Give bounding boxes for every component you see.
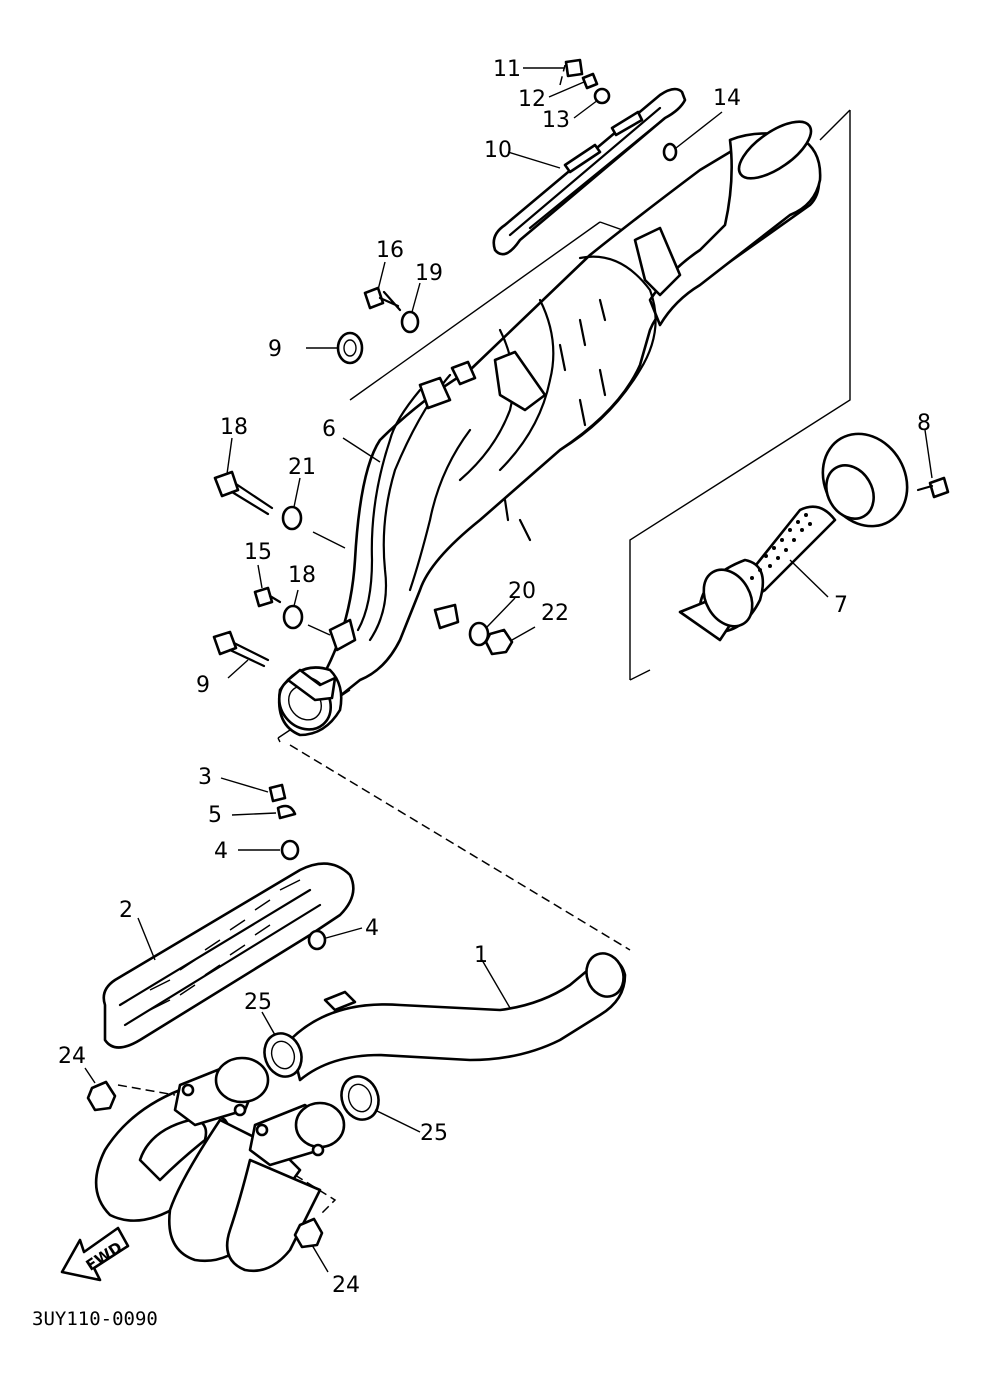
callout-6: 6 bbox=[322, 417, 336, 442]
callout-9: 9 bbox=[196, 673, 210, 698]
callout-4-lower: 4 bbox=[365, 916, 379, 941]
callout-3: 3 bbox=[198, 765, 212, 790]
callout-22: 21 bbox=[288, 455, 316, 480]
callout-7: 7 bbox=[834, 593, 848, 618]
callout-13: 12 bbox=[518, 87, 546, 112]
heat-protector-lower bbox=[102, 783, 355, 1049]
gaskets-and-nuts bbox=[86, 1032, 380, 1249]
callout-17: 16 bbox=[376, 238, 404, 263]
leader-lines bbox=[84, 67, 933, 1273]
silencer-insert bbox=[629, 109, 909, 681]
callout-21: 20 bbox=[508, 579, 536, 604]
callout-10: 9 bbox=[268, 337, 282, 362]
perforation-pattern bbox=[750, 513, 812, 580]
callout-15: 14 bbox=[713, 86, 741, 111]
callout-labels: 11 12 13 10 14 16 19 9 6 18 21 15 18 9 2… bbox=[58, 57, 931, 1298]
callout-23: 22 bbox=[541, 601, 569, 626]
callout-12: 11 bbox=[493, 57, 521, 82]
callout-11: 10 bbox=[484, 138, 512, 163]
callout-20: 19 bbox=[415, 261, 443, 286]
callout-14: 13 bbox=[542, 108, 570, 133]
heat-protector-upper bbox=[492, 87, 687, 256]
callout-24-left: 24 bbox=[58, 1044, 86, 1069]
callout-2: 2 bbox=[119, 898, 133, 923]
callout-1: 1 bbox=[474, 943, 488, 968]
callout-24-bottom: 24 bbox=[332, 1273, 360, 1298]
callout-19: 18 bbox=[288, 563, 316, 588]
callout-25-lower: 25 bbox=[420, 1121, 448, 1146]
callout-5: 5 bbox=[208, 803, 222, 828]
upper-hardware bbox=[212, 58, 950, 668]
callout-25-upper: 25 bbox=[244, 990, 272, 1015]
callout-16: 15 bbox=[244, 540, 272, 565]
muffler-assembly bbox=[277, 120, 822, 743]
callout-4-upper: 4 bbox=[214, 839, 228, 864]
forward-direction-arrow: FWD bbox=[60, 1226, 130, 1282]
callout-8: 8 bbox=[917, 411, 931, 436]
exhaust-pipe bbox=[94, 952, 627, 1273]
callout-18: 18 bbox=[220, 415, 248, 440]
catalog-code: 3UY110-0090 bbox=[32, 1308, 158, 1330]
